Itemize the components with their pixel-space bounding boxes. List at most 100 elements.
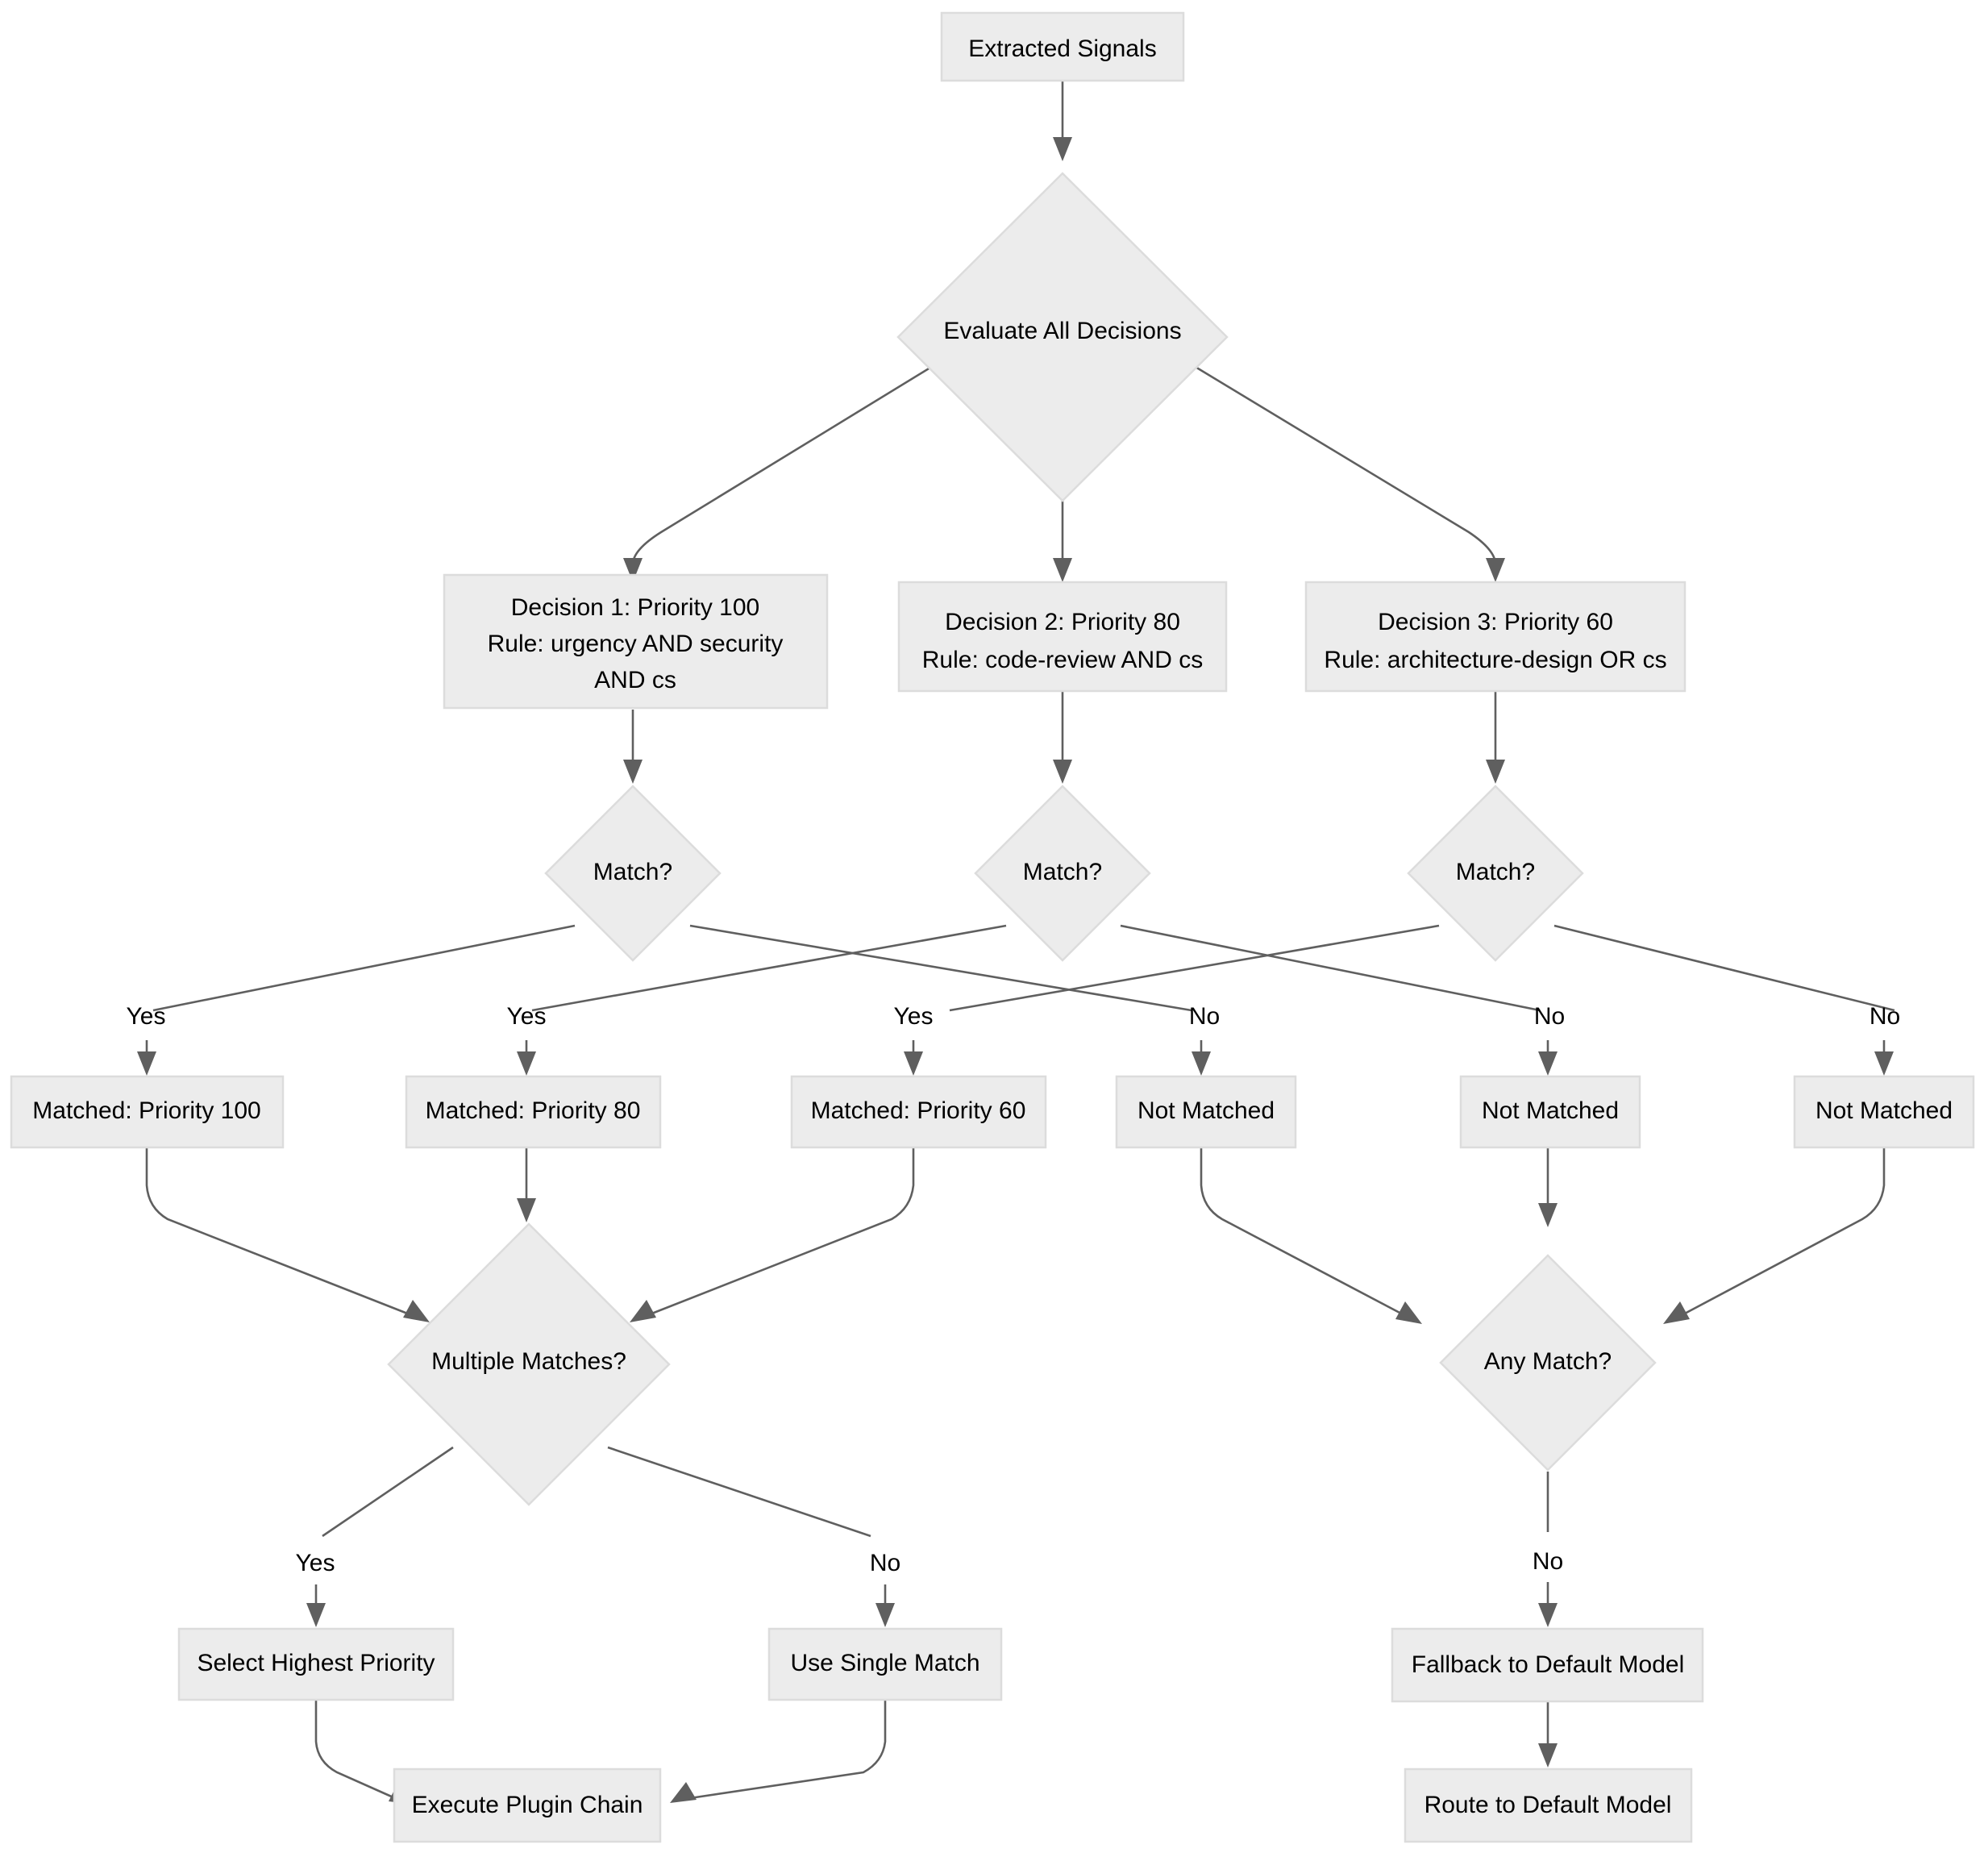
node-match-1-shape[interactable] — [544, 785, 722, 962]
arrowhead-evaluate-to-decision1 — [623, 558, 643, 582]
arrowhead-notmatched2-to-anymatch — [1538, 1203, 1558, 1227]
node-any-match-label: Any Match? — [1484, 1348, 1612, 1375]
node-use-single-match-shape[interactable] — [767, 1627, 1003, 1701]
edge-label-no-1: No — [1189, 1003, 1220, 1030]
node-use-single-match-label: Use Single Match — [790, 1650, 979, 1676]
node-not-matched-1[interactable]: Not Matched — [1115, 1075, 1297, 1149]
node-evaluate-all-decisions-label: Evaluate All Decisions — [943, 318, 1181, 344]
node-extracted-signals-label: Extracted Signals — [968, 35, 1156, 62]
node-execute-plugin-chain-label: Execute Plugin Chain — [412, 1792, 643, 1818]
edge-matched100-to-multiple — [145, 1147, 410, 1316]
edges-layer — [137, 81, 1895, 1805]
arrowhead-decision1-to-match1 — [623, 760, 643, 784]
node-decision-1-line3: AND cs — [594, 667, 676, 693]
arrowhead-match2-yes — [517, 1051, 536, 1076]
node-any-match-shape[interactable] — [1439, 1254, 1657, 1472]
node-fallback-to-default-model-label: Fallback to Default Model — [1412, 1651, 1685, 1678]
node-not-matched-3-label: Not Matched — [1815, 1097, 1953, 1124]
edge-match1-no — [689, 924, 1192, 1012]
node-decision-1[interactable]: Decision 1: Priority 100 Rule: urgency A… — [443, 573, 829, 710]
node-matched-priority-80-label: Matched: Priority 80 — [426, 1097, 641, 1124]
node-match-2-shape[interactable] — [974, 785, 1151, 962]
node-matched-priority-100[interactable]: Matched: Priority 100 — [10, 1075, 285, 1149]
arrowhead-matched60-to-multiple — [630, 1300, 656, 1322]
node-match-3-label: Match? — [1456, 859, 1535, 885]
arrowhead-signals-to-evaluate — [1053, 137, 1072, 161]
node-match-1[interactable]: Match? — [544, 785, 722, 962]
node-matched-priority-60[interactable]: Matched: Priority 60 — [790, 1075, 1047, 1149]
node-any-match[interactable]: Any Match? — [1439, 1254, 1657, 1472]
arrowhead-decision3-to-match3 — [1486, 760, 1505, 784]
edge-label-yes-2: Yes — [507, 1003, 547, 1030]
node-matched-priority-100-shape[interactable] — [10, 1075, 285, 1149]
node-not-matched-3-shape[interactable] — [1793, 1075, 1975, 1149]
node-route-to-default-model-label: Route to Default Model — [1424, 1792, 1672, 1818]
node-multiple-matches[interactable]: Multiple Matches? — [387, 1222, 671, 1506]
arrowhead-match1-no — [1192, 1051, 1211, 1076]
node-matched-priority-60-shape[interactable] — [790, 1075, 1047, 1149]
arrowhead-match3-no — [1874, 1051, 1894, 1076]
edge-label-multiple-no: No — [870, 1550, 900, 1576]
node-decision-3-line2: Rule: architecture-design OR cs — [1324, 647, 1666, 673]
node-not-matched-2[interactable]: Not Matched — [1459, 1075, 1641, 1149]
node-match-3[interactable]: Match? — [1407, 785, 1584, 962]
node-not-matched-1-shape[interactable] — [1115, 1075, 1297, 1149]
node-match-2-label: Match? — [1023, 859, 1102, 885]
edge-notmatched3-to-anymatch — [1682, 1147, 1886, 1316]
arrowhead-multiple-no — [875, 1603, 895, 1627]
node-route-to-default-model-shape[interactable] — [1404, 1767, 1693, 1843]
node-execute-plugin-chain[interactable]: Execute Plugin Chain — [393, 1767, 662, 1843]
node-multiple-matches-label: Multiple Matches? — [431, 1348, 626, 1375]
edge-labels-layer: Yes Yes Yes No No No Yes No No — [127, 1003, 1901, 1576]
node-matched-priority-80-shape[interactable] — [405, 1075, 662, 1149]
node-match-2[interactable]: Match? — [974, 785, 1151, 962]
node-multiple-matches-shape[interactable] — [387, 1222, 671, 1506]
node-decision-3[interactable]: Decision 3: Priority 60 Rule: architectu… — [1304, 581, 1686, 693]
arrowhead-match2-no — [1538, 1051, 1558, 1076]
arrowhead-anymatch-no — [1538, 1603, 1558, 1627]
node-evaluate-all-decisions-shape[interactable] — [896, 172, 1229, 502]
arrowhead-notmatched1-to-anymatch — [1395, 1301, 1422, 1324]
node-match-1-label: Match? — [593, 859, 672, 885]
node-decision-3-shape[interactable] — [1304, 581, 1686, 693]
node-not-matched-3[interactable]: Not Matched — [1793, 1075, 1975, 1149]
edge-evaluate-to-decision3 — [1175, 353, 1497, 565]
node-match-3-shape[interactable] — [1407, 785, 1584, 962]
arrowhead-match1-yes — [137, 1051, 156, 1076]
node-extracted-signals-shape[interactable] — [940, 11, 1185, 82]
node-decision-1-line2: Rule: urgency AND security — [488, 631, 784, 657]
node-decision-2-line2: Rule: code-review AND cs — [922, 647, 1203, 673]
node-route-to-default-model[interactable]: Route to Default Model — [1404, 1767, 1693, 1843]
edge-match2-no — [1120, 924, 1541, 1012]
edge-evaluate-to-decision1 — [631, 353, 952, 565]
arrowhead-decision2-to-match2 — [1053, 760, 1072, 784]
node-decision-2-line1: Decision 2: Priority 80 — [945, 609, 1180, 635]
node-fallback-to-default-model[interactable]: Fallback to Default Model — [1391, 1627, 1704, 1703]
edge-multiple-yes — [322, 1446, 454, 1538]
node-select-highest-priority[interactable]: Select Highest Priority — [177, 1627, 455, 1701]
node-not-matched-1-label: Not Matched — [1137, 1097, 1275, 1124]
edge-match2-yes — [531, 924, 1007, 1012]
node-matched-priority-60-label: Matched: Priority 60 — [811, 1097, 1026, 1124]
nodes-layer: Extracted Signals Evaluate All Decisions… — [10, 11, 1975, 1843]
node-decision-2-shape[interactable] — [897, 581, 1228, 693]
edge-label-yes-3: Yes — [894, 1003, 934, 1030]
edge-label-no-2: No — [1534, 1003, 1565, 1030]
arrowhead-evaluate-to-decision2 — [1053, 558, 1072, 582]
arrowhead-multiple-yes — [306, 1603, 326, 1627]
edge-matched60-to-multiple — [649, 1147, 915, 1316]
node-fallback-to-default-model-shape[interactable] — [1391, 1627, 1704, 1703]
node-use-single-match[interactable]: Use Single Match — [767, 1627, 1003, 1701]
node-select-highest-priority-shape[interactable] — [177, 1627, 455, 1701]
node-extracted-signals[interactable]: Extracted Signals — [940, 11, 1185, 82]
edge-label-multiple-yes: Yes — [296, 1550, 335, 1576]
arrowhead-notmatched3-to-anymatch — [1663, 1301, 1690, 1324]
node-decision-1-shape[interactable] — [443, 573, 829, 710]
node-matched-priority-80[interactable]: Matched: Priority 80 — [405, 1075, 662, 1149]
edge-match3-yes — [949, 924, 1440, 1012]
node-execute-plugin-chain-shape[interactable] — [393, 1767, 662, 1843]
node-evaluate-all-decisions[interactable]: Evaluate All Decisions — [896, 172, 1229, 502]
node-not-matched-2-shape[interactable] — [1459, 1075, 1641, 1149]
node-decision-2[interactable]: Decision 2: Priority 80 Rule: code-revie… — [897, 581, 1228, 693]
